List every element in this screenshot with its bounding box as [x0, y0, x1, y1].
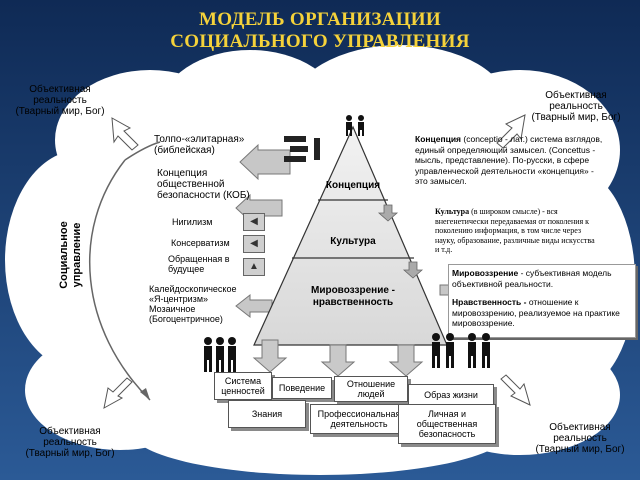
corner-bottom-left: Объективная реальность (Тварный мир, Бог…	[10, 426, 130, 459]
corner-text: Объективная	[549, 422, 611, 433]
worldview-box	[448, 264, 636, 338]
box-line: Отношение	[346, 379, 396, 389]
corner-text: (Тварный мир, Бог)	[25, 448, 115, 459]
concept-head: Концепция	[415, 134, 462, 144]
culture-head: Культура	[435, 207, 470, 216]
pyramid-worldview: Мировоззрение - нравственность	[293, 285, 413, 309]
label-line: (Богоцентричное)	[149, 314, 223, 324]
box-line: людей	[357, 389, 385, 399]
box-personal-security: Личная и общественная безопасность	[398, 404, 496, 444]
people-group-icon	[204, 337, 236, 372]
box-line: безопасность	[418, 429, 476, 439]
person-top-icon	[346, 115, 364, 136]
corner-top-right: Объективная реальность (Тварный мир, Бог…	[518, 90, 634, 123]
box-line: ценностей	[221, 386, 265, 396]
pyramid-culture: Культура	[330, 236, 376, 247]
label-tolpo-elitarnaya: Толпо-«элитарная» (библейская)	[154, 134, 244, 156]
corner-text: Объективная	[29, 84, 91, 95]
corner-text: реальность	[553, 433, 607, 444]
box-relations: Отношение людей	[334, 376, 408, 402]
moral-body: отношение к мировоззрению, реализуемое н…	[452, 297, 620, 328]
title-line-1: МОДЕЛЬ ОРГАНИЗАЦИИ	[199, 9, 441, 30]
box-lifestyle: Образ жизни	[408, 384, 494, 406]
label-line: (библейская)	[154, 145, 215, 156]
box-value-system: Система ценностей	[214, 372, 272, 400]
concept-definition: Концепция (conceptio - лат.) система взг…	[415, 134, 605, 187]
corner-top-left: Объективная реальность (Тварный мир, Бог…	[2, 84, 118, 117]
concept-body: (conceptio - лат.) система взглядов, еди…	[415, 134, 603, 186]
moral-definition: Нравственность - отношение к мировоззрен…	[452, 297, 632, 329]
title-line-2: СОЦИАЛЬНОГО УПРАВЛЕНИЯ	[170, 31, 470, 52]
corner-text: Объективная	[39, 426, 101, 437]
down-arrows	[252, 339, 424, 377]
box-line: общественная	[416, 419, 478, 429]
world-head: Мировоззрение	[452, 268, 519, 278]
pyramid-line: нравственность	[312, 297, 394, 308]
corner-pointers	[103, 114, 531, 409]
pyramid-concept: Концепция	[325, 180, 381, 191]
corner-text: реальность	[43, 437, 97, 448]
corner-text: (Тварный мир, Бог)	[531, 112, 621, 123]
box-line: Профессиональная	[317, 409, 401, 419]
label-line: Концепция	[157, 168, 208, 179]
label-line: Мозаичное	[149, 304, 196, 314]
corner-bottom-right: Объективная реальность (Тварный мир, Бог…	[520, 422, 640, 455]
label-konservatizm: Консерватизм	[171, 238, 230, 248]
label-kob: Концепция общественной безопасности (КОБ…	[157, 168, 250, 201]
box-knowledge: Знания	[228, 400, 306, 428]
people-group-icon	[432, 333, 490, 368]
label-line: Толпо-«элитарная»	[154, 134, 245, 145]
side-label-line: управление	[71, 222, 83, 288]
label-line: Обращенная в	[168, 254, 230, 264]
label-line: Калейдоскопическое	[149, 284, 237, 294]
feedback-arc	[89, 159, 151, 401]
worldview-definition: Мировоззрение - субъективная модель объе…	[452, 268, 632, 289]
culture-definition: Культура (в широком смысле) - вся внеген…	[435, 207, 595, 255]
box-line: деятельность	[330, 419, 388, 429]
label-line: общественной	[157, 179, 225, 190]
corner-text: (Тварный мир, Бог)	[535, 444, 625, 455]
label-nigilizm: Нигилизм	[172, 217, 213, 227]
pyramid-line: Мировоззрение -	[310, 285, 396, 296]
label-line: «Я-центризм»	[149, 294, 209, 304]
side-label: Социальное управление	[58, 200, 84, 310]
culture-body: (в широком смысле) - вся внегенетически …	[435, 207, 595, 254]
pyramid-shape	[253, 125, 448, 346]
corner-text: реальность	[549, 101, 603, 112]
corner-text: Объективная	[545, 90, 607, 101]
corner-text: реальность	[33, 95, 87, 106]
side-label-line: Социальное	[58, 221, 70, 289]
label-future: Обращенная в будущее	[168, 254, 230, 274]
world-body: - субъективная модель объективной реальн…	[452, 268, 612, 289]
moral-head: Нравственность -	[452, 297, 527, 307]
arrow-left-icon: ◀	[243, 235, 265, 253]
box-line: Личная и	[427, 409, 466, 419]
box-behavior: Поведение	[272, 377, 332, 399]
label-kaleido: Калейдоскопическое «Я-центризм» Мозаично…	[149, 284, 236, 324]
arrow-left-icon: ◀	[243, 213, 265, 231]
label-line: будущее	[168, 264, 205, 274]
box-line: Система	[224, 376, 262, 386]
arrow-up-icon: ▲	[243, 258, 265, 276]
decor-glyph	[284, 136, 320, 162]
box-professional: Профессиональная деятельность	[310, 404, 408, 434]
corner-text: (Тварный мир, Бог)	[15, 106, 105, 117]
label-line: безопасности (КОБ)	[157, 190, 250, 201]
